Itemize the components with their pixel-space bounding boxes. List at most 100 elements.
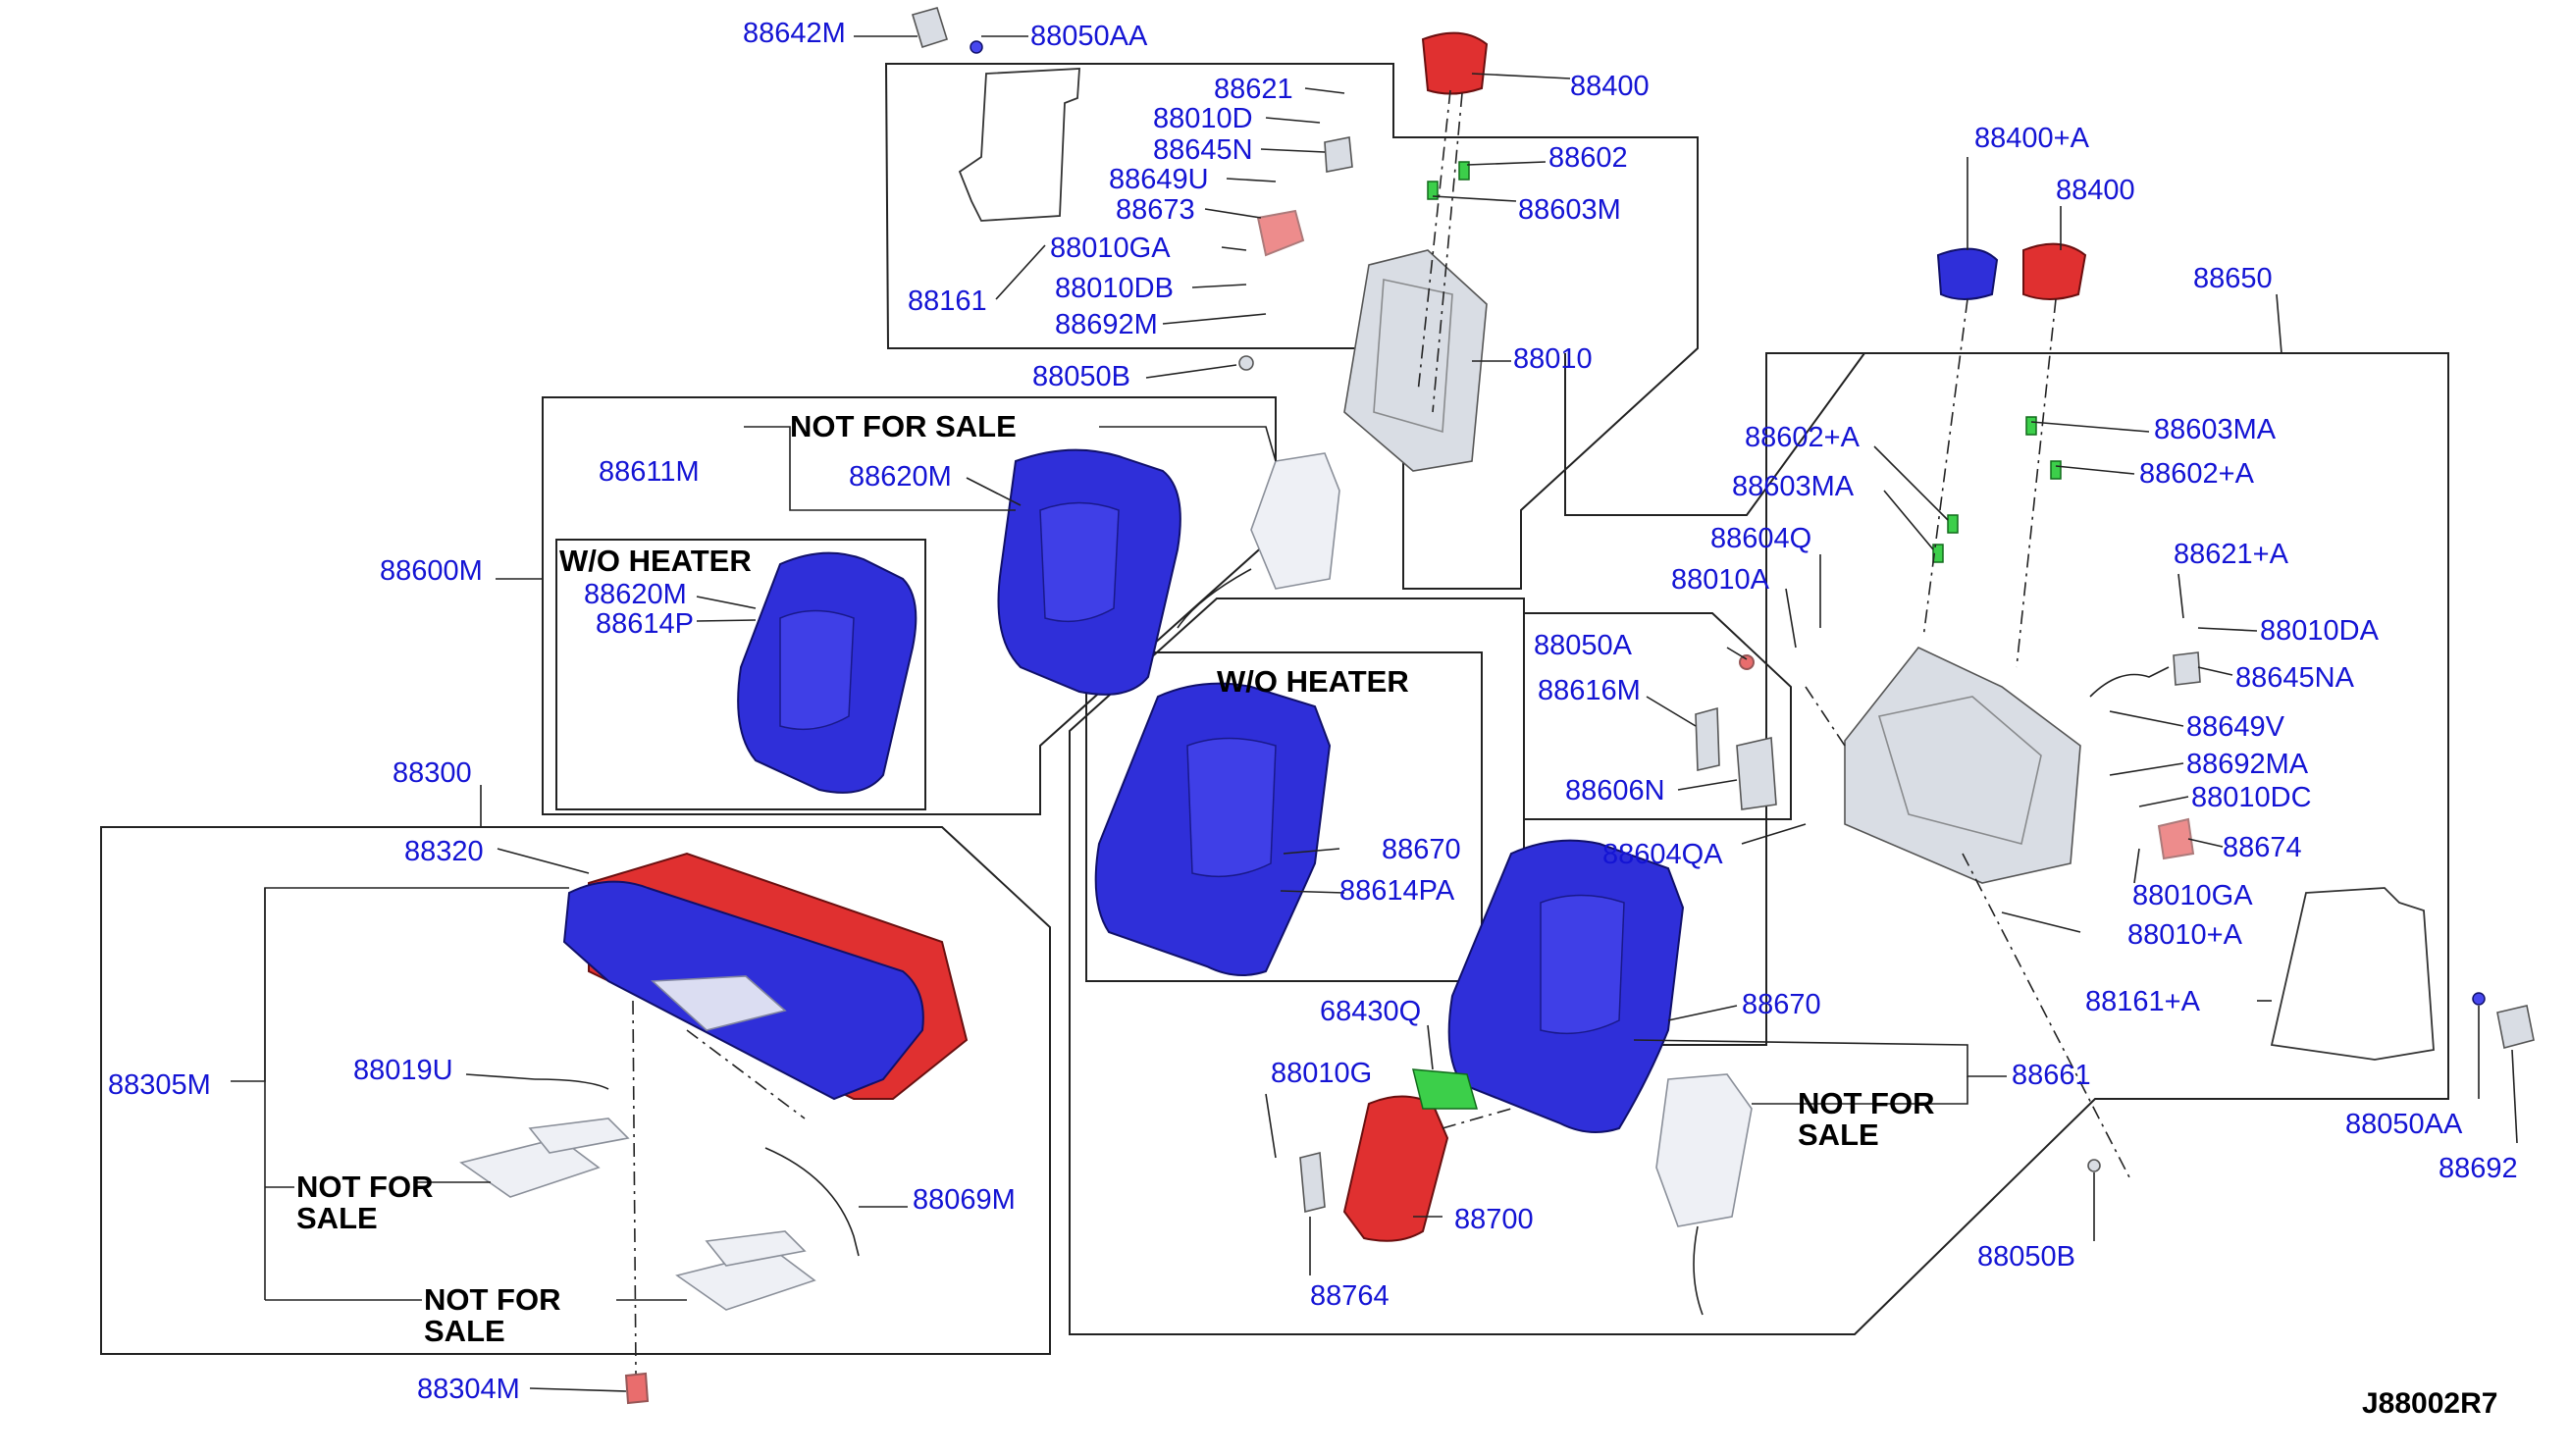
note-not-for-sale-top: NOT FOR SALE	[790, 409, 1017, 443]
note-not-for-sale-low-line2: SALE	[424, 1314, 505, 1348]
label-88673[interactable]: 88673	[1116, 194, 1195, 226]
part-labels: 88642M 88050AA 88621 88400 88010D 88645N…	[108, 18, 2518, 1420]
label-88050B-right[interactable]: 88050B	[1977, 1241, 2075, 1273]
label-88069M[interactable]: 88069M	[913, 1184, 1016, 1216]
guide-88602A-right	[2050, 460, 2062, 480]
label-88674[interactable]: 88674	[2223, 832, 2302, 863]
label-88010DA[interactable]: 88010DA	[2260, 615, 2380, 647]
label-88010A[interactable]: 88010A	[1671, 564, 1770, 596]
clip-88692	[2496, 1005, 2535, 1049]
bracket-88645NA	[2173, 651, 2201, 686]
label-88620M-inner[interactable]: 88620M	[584, 579, 687, 610]
harness-88649V	[2089, 666, 2170, 698]
label-88692MA[interactable]: 88692MA	[2186, 749, 2309, 780]
heater-pad-upper	[1250, 452, 1340, 590]
heater-pad-88019U	[459, 1137, 601, 1198]
left-backrest-group-outline	[542, 396, 1277, 815]
left-wo-heater-box	[555, 539, 926, 810]
label-88050AA-top[interactable]: 88050AA	[1030, 21, 1148, 52]
note-not-for-sale-mid-line2: SALE	[296, 1201, 378, 1235]
heater-pad-right	[1655, 1073, 1753, 1227]
label-88649U[interactable]: 88649U	[1109, 164, 1209, 195]
label-88616M[interactable]: 88616M	[1538, 675, 1641, 706]
bracket-88606N	[1736, 737, 1777, 810]
headrest-88400-right	[2022, 242, 2087, 300]
armrest-88700	[1342, 1095, 1449, 1242]
label-88010GA-left[interactable]: 88010GA	[1050, 233, 1171, 264]
label-88621[interactable]: 88621	[1214, 74, 1293, 105]
label-88649V[interactable]: 88649V	[2186, 711, 2285, 743]
label-88604QA[interactable]: 88604QA	[1602, 839, 1723, 870]
label-88602A-right[interactable]: 88602+A	[2139, 458, 2255, 490]
label-88700[interactable]: 88700	[1454, 1204, 1534, 1235]
label-88604Q[interactable]: 88604Q	[1710, 523, 1811, 554]
label-88010DC[interactable]: 88010DC	[2191, 782, 2312, 813]
right-frame-sub-outline	[1564, 352, 1865, 516]
label-88010DB[interactable]: 88010DB	[1055, 273, 1174, 304]
label-88670-inner[interactable]: 88670	[1382, 834, 1461, 865]
label-88010A-plus[interactable]: 88010+A	[2127, 919, 2243, 951]
label-88692[interactable]: 88692	[2439, 1153, 2518, 1184]
label-88621A[interactable]: 88621+A	[2174, 539, 2289, 570]
screw-88050A	[1739, 654, 1755, 670]
label-88400-top[interactable]: 88400	[1570, 71, 1650, 102]
clip-88642M	[911, 7, 983, 54]
label-88305M[interactable]: 88305M	[108, 1069, 211, 1101]
label-88161[interactable]: 88161	[908, 286, 987, 317]
label-88603MA-right[interactable]: 88603MA	[2154, 414, 2277, 445]
label-88320[interactable]: 88320	[404, 836, 484, 867]
label-88400A[interactable]: 88400+A	[1974, 123, 2090, 154]
guide-88603MA-left	[1932, 544, 1944, 563]
label-88010GA-right[interactable]: 88010GA	[2132, 880, 2253, 911]
label-88692M[interactable]: 88692M	[1055, 309, 1158, 340]
upper-backrest-frame-outline	[884, 63, 1699, 590]
bracket-88616M	[1695, 706, 1720, 771]
label-88603MA-left[interactable]: 88603MA	[1732, 471, 1855, 502]
guide-88603M	[1427, 181, 1439, 200]
label-88614P[interactable]: 88614P	[596, 608, 694, 640]
label-88611M[interactable]: 88611M	[599, 456, 700, 488]
label-88010G[interactable]: 88010G	[1271, 1058, 1372, 1089]
diagram-reference-id: J88002R7	[2362, 1387, 2497, 1420]
label-88300[interactable]: 88300	[393, 757, 472, 789]
centerline-top-headrest	[1417, 89, 1451, 393]
label-88602A-left[interactable]: 88602+A	[1745, 422, 1861, 453]
label-88661[interactable]: 88661	[2012, 1060, 2091, 1091]
label-88010D[interactable]: 88010D	[1153, 103, 1253, 134]
label-68430Q[interactable]: 68430Q	[1320, 996, 1421, 1027]
label-88050B-left[interactable]: 88050B	[1032, 361, 1130, 392]
note-wo-heater-left: W/O HEATER	[559, 544, 752, 578]
label-88645N[interactable]: 88645N	[1153, 134, 1253, 166]
label-88614PA[interactable]: 88614PA	[1339, 875, 1455, 907]
seat-back-paper-88161A	[2270, 887, 2435, 1061]
label-88050A[interactable]: 88050A	[1534, 630, 1633, 661]
note-not-for-sale-right-line1: NOT FOR	[1798, 1086, 1935, 1120]
label-88010[interactable]: 88010	[1513, 343, 1593, 375]
label-88642M[interactable]: 88642M	[743, 18, 846, 49]
label-88606N[interactable]: 88606N	[1565, 775, 1665, 806]
guide-88602A-left	[1947, 514, 1959, 534]
note-not-for-sale-mid-line1: NOT FOR	[296, 1170, 434, 1204]
label-88600M[interactable]: 88600M	[380, 555, 483, 587]
label-88050AA-right[interactable]: 88050AA	[2345, 1109, 2463, 1140]
headrest-88400-top	[1421, 31, 1489, 95]
label-88019U[interactable]: 88019U	[353, 1055, 453, 1086]
label-88400-right[interactable]: 88400	[2056, 175, 2135, 206]
label-88670-outer[interactable]: 88670	[1742, 989, 1821, 1020]
screw-88050B-left	[1238, 355, 1254, 371]
seat-cushion-group-outline	[100, 826, 1051, 1355]
label-88645NA[interactable]: 88645NA	[2235, 662, 2355, 694]
label-88304M[interactable]: 88304M	[417, 1374, 520, 1405]
seat-back-paper-88161	[958, 68, 1080, 222]
right-backrest-group-outline	[1069, 352, 2449, 1335]
label-88603M[interactable]: 88603M	[1518, 194, 1621, 226]
note-wo-heater-right: W/O HEATER	[1217, 664, 1409, 699]
clip-88304M	[624, 1372, 650, 1405]
guide-88603MA-right	[2025, 416, 2037, 436]
label-88764[interactable]: 88764	[1310, 1280, 1390, 1312]
label-88650[interactable]: 88650	[2193, 263, 2273, 294]
label-88620M-top[interactable]: 88620M	[849, 461, 952, 493]
label-88161A[interactable]: 88161+A	[2085, 986, 2201, 1017]
label-88602[interactable]: 88602	[1548, 142, 1628, 174]
